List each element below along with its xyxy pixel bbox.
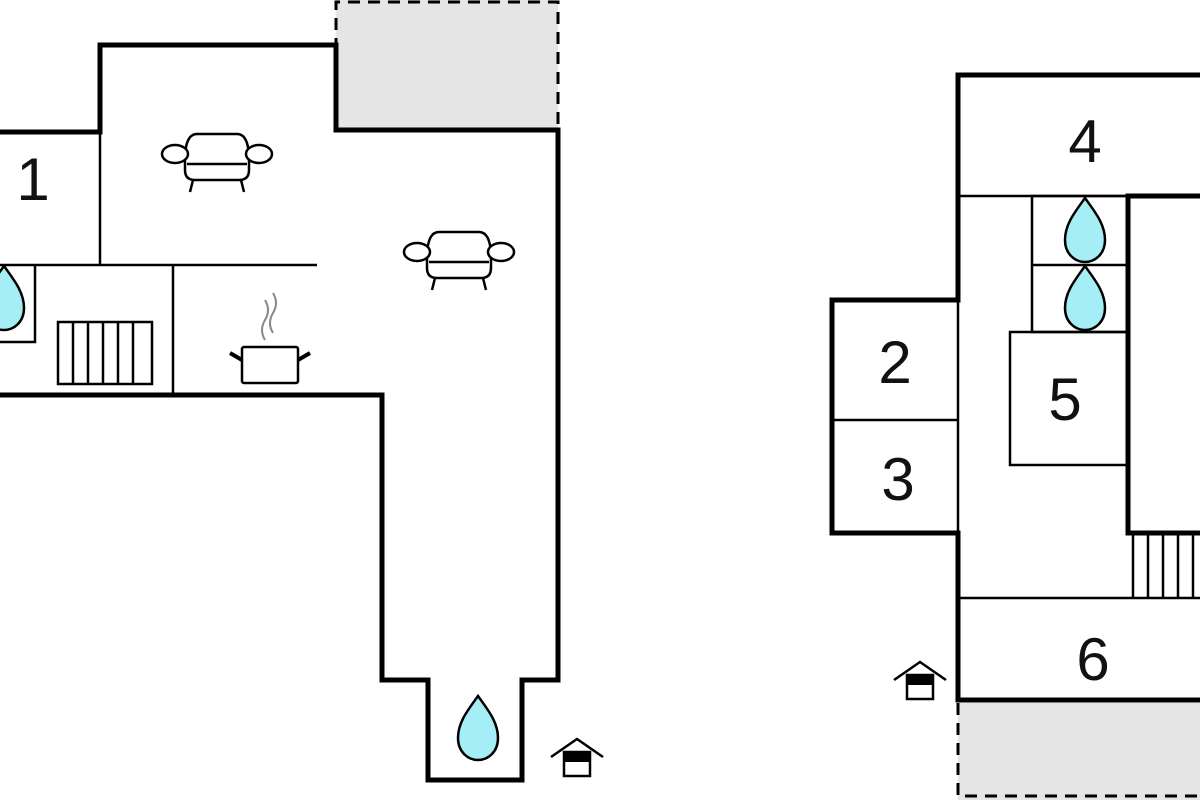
room-2-label: 2 bbox=[878, 329, 911, 396]
cooking-pot-icon bbox=[228, 292, 312, 385]
terrace-area bbox=[336, 0, 558, 130]
radiator-icon bbox=[56, 320, 154, 386]
room-6-label: 6 bbox=[1076, 626, 1109, 693]
water-drop-icon bbox=[1063, 196, 1107, 264]
room-1-label: 1 bbox=[16, 146, 49, 213]
entrance-house-icon bbox=[549, 737, 605, 778]
room-3-label: 3 bbox=[881, 446, 914, 513]
ground-floor-plan: 1 bbox=[0, 0, 605, 783]
terrace-area bbox=[958, 703, 1200, 800]
water-drop-icon bbox=[456, 694, 500, 762]
sofa-icon bbox=[160, 132, 274, 194]
stairs-icon bbox=[1131, 533, 1195, 598]
upper-floor-plan: 4 2 3 5 6 bbox=[829, 72, 1200, 800]
sofa-icon bbox=[402, 230, 516, 292]
room-4-label: 4 bbox=[1068, 108, 1101, 175]
entrance-house-icon bbox=[892, 660, 948, 701]
outer-wall bbox=[0, 42, 561, 783]
water-drop-icon bbox=[1063, 264, 1107, 332]
outer-wall bbox=[829, 72, 1200, 703]
room-5-label: 5 bbox=[1048, 366, 1081, 433]
water-drop-icon bbox=[0, 264, 26, 332]
